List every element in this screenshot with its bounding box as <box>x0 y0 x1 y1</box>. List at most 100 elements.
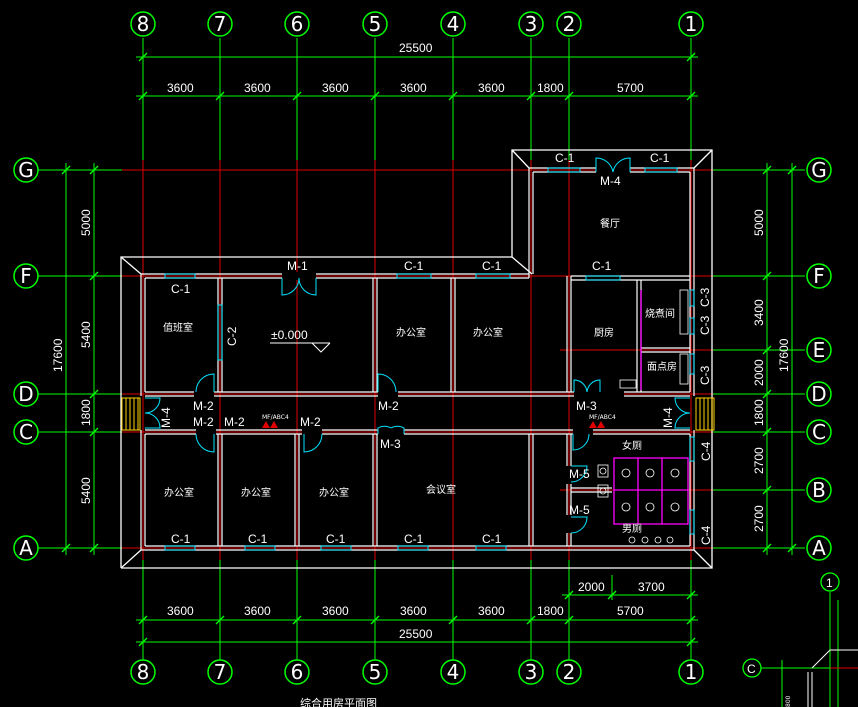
dim-bottom-bay: 3600 <box>322 604 349 618</box>
eaves-outline <box>120 149 713 569</box>
fire-extinguisher-symbols <box>262 421 605 428</box>
toilet-partitions <box>613 290 689 525</box>
dim-right-bay: 3400 <box>752 299 766 326</box>
svg-text:D: D <box>18 382 33 406</box>
svg-text:B: B <box>812 478 826 502</box>
svg-text:2: 2 <box>563 12 576 36</box>
room-male-toilet: 男厕 <box>622 523 642 535</box>
dim-top-total: 25500 <box>399 41 433 55</box>
dim-top-bay: 3600 <box>400 81 427 95</box>
svg-text:A: A <box>19 536 33 560</box>
windows <box>164 167 695 551</box>
svg-text:M-5: M-5 <box>569 503 590 517</box>
room-kitchen: 厨房 <box>594 326 614 339</box>
svg-text:C-1: C-1 <box>555 151 575 165</box>
axis-bubbles-right <box>806 157 832 561</box>
dim-bottom-bay: 3600 <box>244 604 271 618</box>
svg-text:C-1: C-1 <box>248 532 268 546</box>
elevation-label: ±0.000 <box>271 328 308 342</box>
dim-bottom-sub: 3700 <box>638 580 665 594</box>
axis-bubbles-top <box>130 11 704 37</box>
svg-text:M-2: M-2 <box>193 415 214 429</box>
svg-text:M-4: M-4 <box>159 407 173 428</box>
dim-right-bay: 2000 <box>752 359 766 386</box>
svg-text:M-1: M-1 <box>287 259 308 273</box>
svg-text:F: F <box>20 264 32 288</box>
svg-text:E: E <box>813 338 826 362</box>
axis-bubbles-bottom <box>130 659 704 685</box>
svg-text:C-1: C-1 <box>326 532 346 546</box>
room-pastry: 面点房 <box>647 360 677 373</box>
svg-text:6: 6 <box>291 12 304 36</box>
doors <box>195 157 631 534</box>
axis-labels-left: G F D C A <box>18 158 34 560</box>
svg-text:4: 4 <box>447 12 460 36</box>
svg-text:C-1: C-1 <box>171 532 191 546</box>
svg-text:C-3: C-3 <box>698 365 712 385</box>
svg-text:A: A <box>812 536 826 560</box>
svg-text:1: 1 <box>685 12 698 36</box>
svg-text:M-5: M-5 <box>569 467 590 481</box>
drawing-caption: 综合用房平面图 <box>300 696 377 707</box>
dim-right-bay: 1800 <box>752 399 766 426</box>
svg-text:6: 6 <box>291 660 304 684</box>
svg-text:1: 1 <box>826 576 833 590</box>
svg-text:5: 5 <box>369 660 382 684</box>
svg-text:3: 3 <box>525 660 538 684</box>
svg-text:C-1: C-1 <box>592 259 612 273</box>
svg-text:C: C <box>812 420 826 444</box>
axis-labels-right: G F E D C B A <box>811 158 827 560</box>
svg-text:2: 2 <box>563 660 576 684</box>
toilet-fixtures <box>597 289 689 544</box>
dim-right-bay: 2700 <box>752 447 766 474</box>
svg-text:C: C <box>19 420 33 444</box>
opening-tags: M-1 C-1 C-1 C-1 C-1 C-1 M-4 C-1 M-2 M-2 … <box>159 151 713 546</box>
axis-labels-bottom: 8 7 6 5 4 3 2 1 <box>137 660 698 684</box>
dim-top-bay: 1800 <box>537 81 564 95</box>
svg-text:C-3: C-3 <box>698 287 712 307</box>
room-cook: 烧煮间 <box>645 307 675 320</box>
svg-text:1: 1 <box>685 660 698 684</box>
svg-text:C-1: C-1 <box>482 259 502 273</box>
svg-text:7: 7 <box>214 12 227 36</box>
svg-text:D: D <box>811 382 826 406</box>
svg-text:8: 8 <box>137 12 150 36</box>
dim-left-bay: 5400 <box>79 321 93 348</box>
dim-bottom-bay: 3600 <box>478 604 505 618</box>
dim-bottom-bay: 5700 <box>617 604 644 618</box>
svg-text:M-2: M-2 <box>378 399 399 413</box>
dim-bottom-total: 25500 <box>399 627 433 641</box>
room-duty: 值班室 <box>163 321 193 334</box>
svg-text:M-4: M-4 <box>661 407 675 428</box>
svg-text:4: 4 <box>447 660 460 684</box>
svg-text:M-3: M-3 <box>380 437 401 451</box>
dim-bottom-sub: 2000 <box>578 580 605 594</box>
dim-top-bay: 5700 <box>617 81 644 95</box>
dim-left-bay: 1800 <box>79 399 93 426</box>
svg-text:C-1: C-1 <box>650 151 670 165</box>
svg-text:C-4: C-4 <box>699 525 713 545</box>
room-office: 办公室 <box>241 486 271 499</box>
dim-bottom-bay: 3600 <box>400 604 427 618</box>
room-office: 办公室 <box>164 486 194 499</box>
dim-bottom-bay: 3600 <box>167 604 194 618</box>
dim-top-bay: 3600 <box>244 81 271 95</box>
dim-left-bay: 5000 <box>79 209 93 236</box>
svg-text:C-1: C-1 <box>404 259 424 273</box>
svg-text:C: C <box>747 662 756 676</box>
dim-left-total: 17600 <box>51 338 65 372</box>
elevation-marker <box>270 342 331 353</box>
room-office: 办公室 <box>473 326 503 339</box>
svg-text:M-2: M-2 <box>224 415 245 429</box>
walls <box>140 167 695 551</box>
svg-text:800: 800 <box>785 695 792 707</box>
svg-text:M-4: M-4 <box>600 174 621 188</box>
svg-text:C-1: C-1 <box>404 532 424 546</box>
hydrant-label: MF/ABC4 <box>589 414 616 421</box>
dim-right-bay: 5000 <box>752 209 766 236</box>
entry-doors <box>144 397 691 429</box>
room-female-toilet: 女厕 <box>622 439 642 452</box>
room-office: 办公室 <box>396 326 426 339</box>
dimension-ticks <box>61 52 797 647</box>
